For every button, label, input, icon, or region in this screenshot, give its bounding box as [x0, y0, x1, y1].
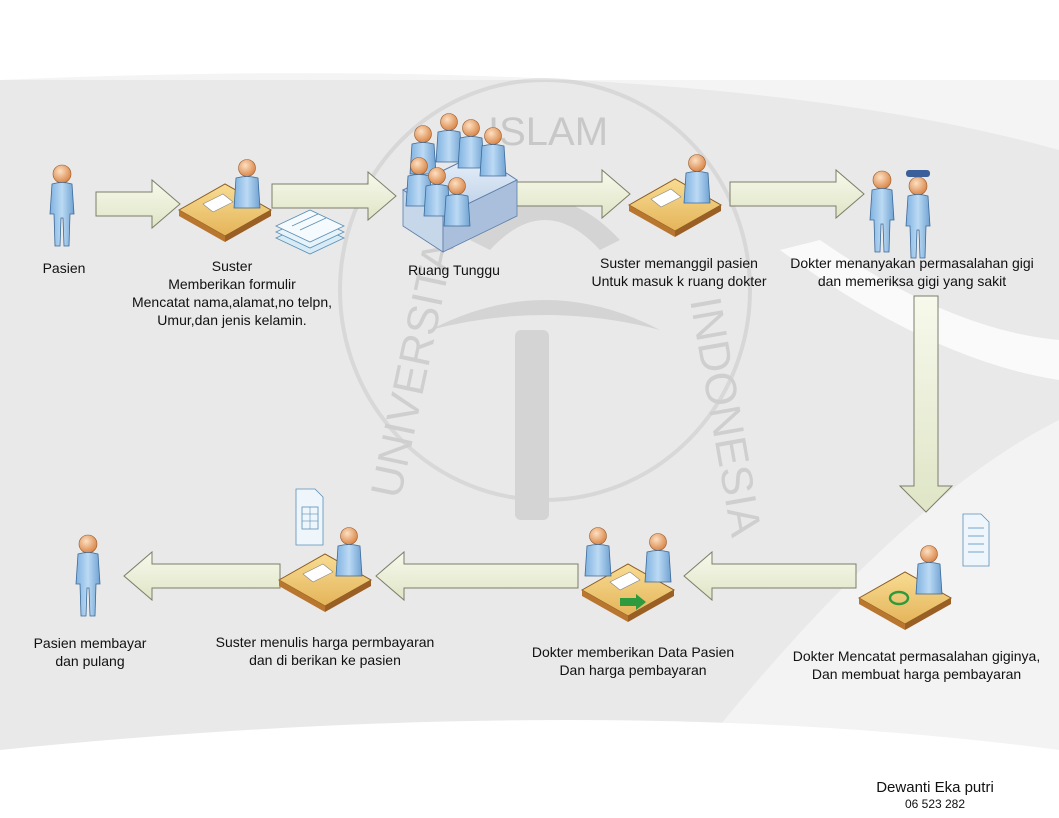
- watermark-top-text: ISLAM: [488, 110, 608, 154]
- spreadsheet-icon: [295, 488, 324, 546]
- label-dokter-beri: Dokter memberikan Data Pasien Dan harga …: [531, 644, 735, 678]
- arrow-down: [898, 295, 954, 513]
- author-id: 06 523 282: [904, 797, 966, 811]
- document-icon: [962, 513, 990, 567]
- doctor-giving-icon: [581, 527, 675, 623]
- arrow-4: [729, 168, 865, 220]
- label-suster-tulis: Suster menulis harga permbayaran dan di …: [215, 634, 435, 668]
- label-ruang-tunggu: Ruang Tunggu: [408, 262, 500, 278]
- label-dokter-catat: Dokter Mencatat permasalahan giginya, Da…: [792, 648, 1041, 682]
- patient-standing-icon: [905, 170, 931, 259]
- arrow-7: [123, 550, 281, 602]
- label-suster-form: Suster Memberikan formulir Mencatat nama…: [131, 258, 332, 328]
- label-dokter-periksa: Dokter menanyakan permasalahan gigi dan …: [790, 255, 1034, 289]
- label-pasien-bayar: Pasien membayar dan pulang: [33, 635, 147, 669]
- arrow-5: [683, 550, 857, 602]
- waiting-room-icon: [401, 113, 519, 253]
- arrow-2: [271, 170, 397, 222]
- arrow-1: [95, 178, 181, 230]
- label-pasien: Pasien: [42, 260, 86, 276]
- author-name: Dewanti Eka putri: [876, 779, 994, 796]
- label-suster-panggil: Suster memanggil pasien Untuk masuk k ru…: [591, 255, 767, 289]
- doctor-writing-icon: [858, 545, 952, 631]
- arrow-6: [375, 550, 579, 602]
- forms-stack-icon: [275, 209, 345, 255]
- arrow-3: [511, 168, 631, 220]
